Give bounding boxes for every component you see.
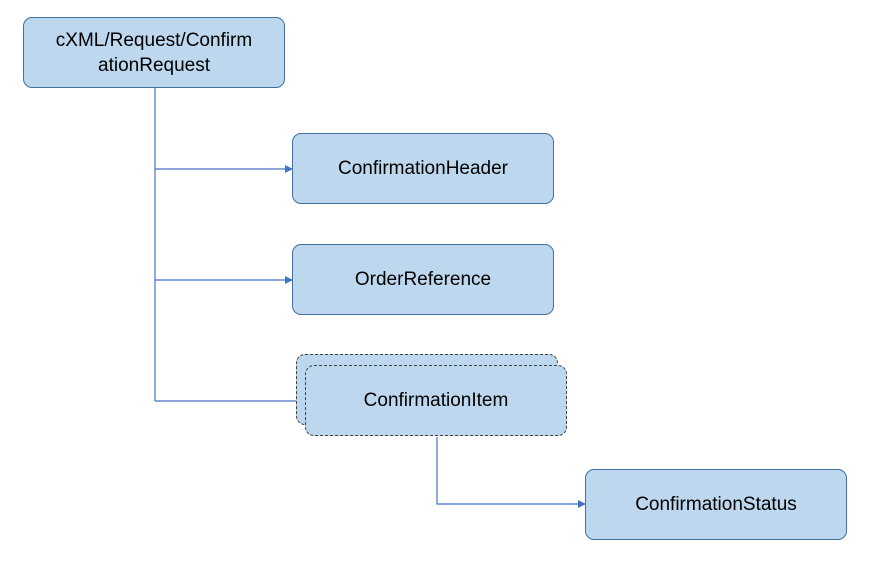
- node-confirmation-item-label: ConfirmationItem: [363, 390, 509, 411]
- node-confirmation-header-label: ConfirmationHeader: [337, 158, 509, 179]
- node-confirmation-request: cXML/Request/Confirm ationRequest: [23, 17, 285, 88]
- node-confirmation-header: ConfirmationHeader: [292, 133, 554, 204]
- node-confirmation-request-label: cXML/Request/Confirm ationRequest: [55, 29, 253, 76]
- arrow-to-confirmation-status: [436, 437, 586, 508]
- node-confirmation-status: ConfirmationStatus: [585, 469, 847, 540]
- node-order-reference: OrderReference: [292, 244, 554, 315]
- node-confirmation-status-label: ConfirmationStatus: [635, 494, 797, 515]
- node-order-reference-label: OrderReference: [354, 269, 492, 290]
- node-confirmation-item: ConfirmationItem: [305, 365, 567, 436]
